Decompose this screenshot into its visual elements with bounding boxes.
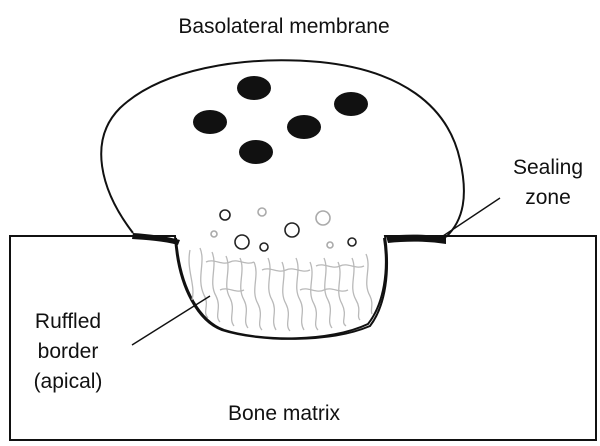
vesicles bbox=[211, 208, 356, 251]
vesicle bbox=[258, 208, 266, 216]
sealing-zone-label-line1: Sealing bbox=[513, 156, 583, 179]
sealing-zone-leader bbox=[440, 198, 500, 238]
nucleus bbox=[193, 110, 227, 134]
vesicle bbox=[260, 243, 268, 251]
nucleus bbox=[239, 140, 273, 164]
vesicle bbox=[327, 242, 333, 248]
osteoclast-cell bbox=[101, 60, 464, 237]
nucleus bbox=[237, 76, 271, 100]
ruffled-border-label-line3: (apical) bbox=[34, 370, 103, 393]
nucleus bbox=[287, 115, 321, 139]
bone-matrix-label: Bone matrix bbox=[228, 402, 341, 425]
vesicle bbox=[220, 210, 230, 220]
vesicle bbox=[348, 238, 356, 246]
sealing-zone-label-line2: zone bbox=[525, 186, 571, 209]
nuclei bbox=[193, 76, 368, 164]
vesicle bbox=[285, 223, 299, 237]
nucleus bbox=[334, 92, 368, 116]
vesicle bbox=[211, 231, 217, 237]
ruffled-border-label-line1: Ruffled bbox=[35, 310, 101, 333]
vesicle bbox=[235, 235, 249, 249]
vesicle bbox=[316, 211, 330, 225]
ruffled-border-label-line2: border bbox=[38, 340, 99, 363]
ruffled-border bbox=[189, 248, 372, 331]
basolateral-membrane-label: Basolateral membrane bbox=[178, 15, 389, 38]
